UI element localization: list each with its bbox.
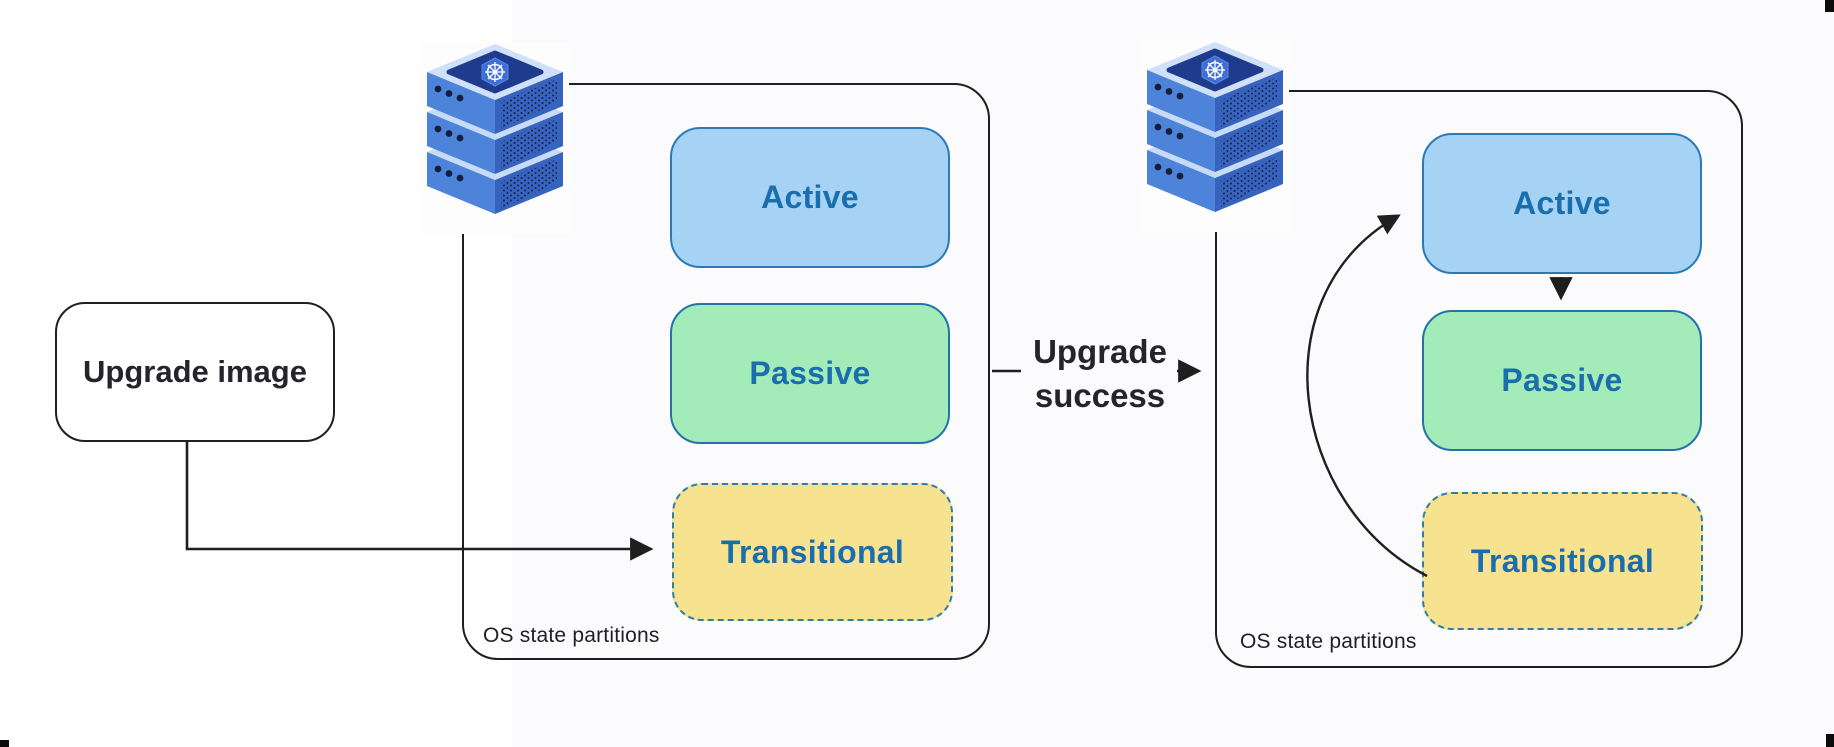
os-partitions-container-after — [1215, 90, 1743, 668]
state-box-passive-after: Passive — [1422, 310, 1702, 451]
server-unit-top — [427, 44, 563, 134]
edge-artifact — [1825, 0, 1834, 12]
state-label-passive-after: Passive — [1501, 362, 1623, 398]
state-label-active-before: Active — [761, 179, 859, 215]
state-box-transitional-after: Transitional — [1422, 492, 1703, 630]
state-label-active-after: Active — [1513, 185, 1611, 221]
os-partitions-container-before — [462, 83, 990, 660]
edge-artifact — [0, 740, 9, 747]
kubernetes-server-stack-icon — [1141, 40, 1289, 232]
state-label-transitional-after: Transitional — [1470, 542, 1655, 579]
upgrade-success-line1: Upgrade — [1033, 333, 1167, 370]
kubernetes-logo-icon — [1201, 55, 1229, 85]
kubernetes-server-stack-icon-svg — [1147, 42, 1283, 212]
upgrade-success-label: Upgrade success — [1010, 330, 1190, 418]
container-caption-after: OS state partitions — [1240, 630, 1417, 653]
state-box-transitional-before: Transitional — [672, 483, 953, 621]
edge-artifact — [1826, 734, 1834, 747]
kubernetes-server-stack-icon — [421, 42, 569, 234]
state-box-active-before: Active — [670, 127, 950, 268]
kubernetes-logo-icon — [481, 57, 509, 87]
server-unit-top — [1147, 42, 1283, 132]
upgrade-success-line2: success — [1034, 377, 1166, 414]
state-box-passive-before: Passive — [670, 303, 950, 444]
kubernetes-server-stack-icon-svg — [427, 44, 563, 214]
container-caption-before: OS state partitions — [483, 624, 660, 647]
state-label-passive-before: Passive — [749, 355, 871, 391]
upgrade-image-label: Upgrade image — [83, 354, 307, 389]
state-box-active-after: Active — [1422, 133, 1702, 274]
upgrade-image-node: Upgrade image — [55, 302, 335, 442]
state-label-transitional-before: Transitional — [720, 533, 905, 570]
